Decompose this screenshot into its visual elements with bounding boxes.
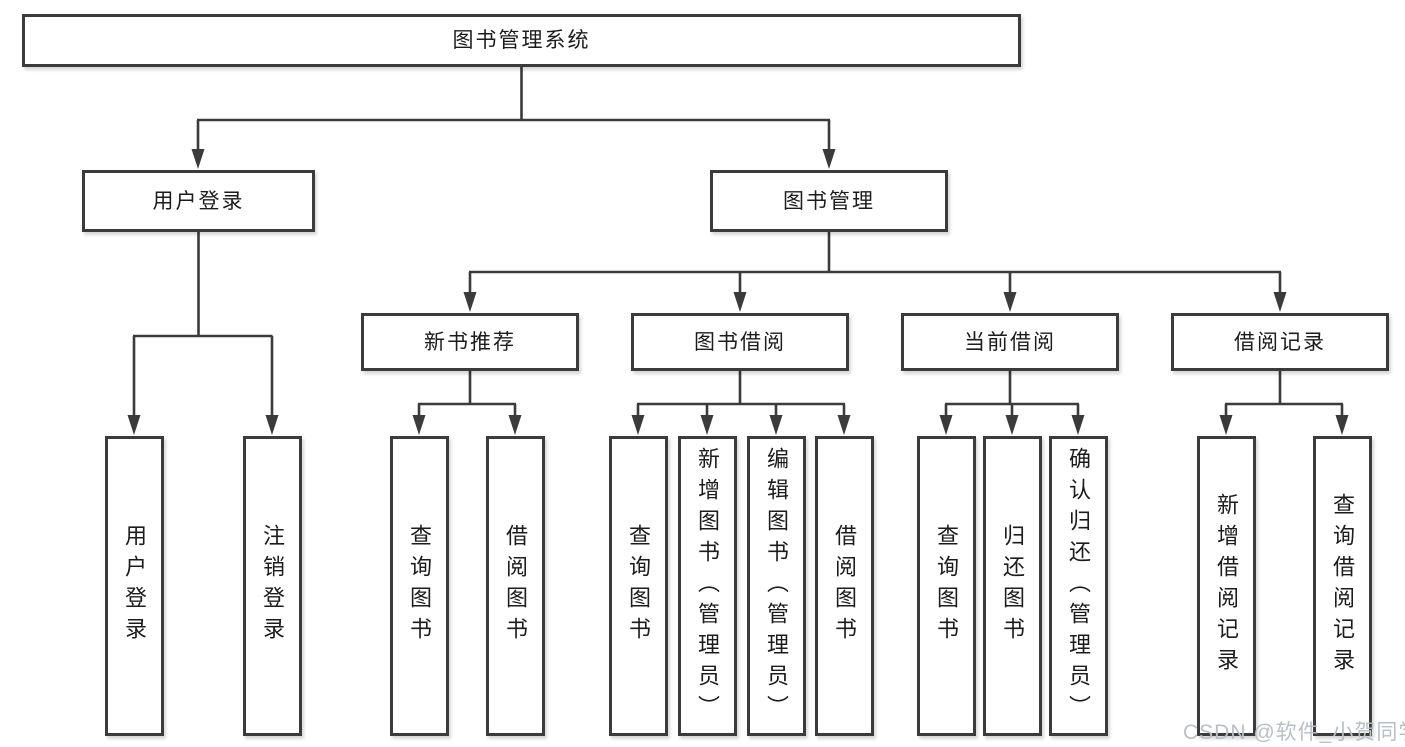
- node-label: 新增借阅记录: [1214, 493, 1239, 679]
- leaf-query-books-borrowing: 查询图书: [608, 436, 668, 736]
- node-label: 注销登录: [260, 524, 285, 648]
- node-label: 确认归还（管理员）: [1066, 446, 1091, 726]
- leaf-logout: 注销登录: [242, 436, 302, 736]
- node-label: 编辑图书（管理员）: [764, 446, 789, 726]
- node-label: 查询图书: [934, 524, 959, 648]
- node-label: 借阅图书: [503, 524, 528, 648]
- node-current-borrowing: 当前借阅: [901, 313, 1119, 371]
- node-label: 用户登录: [152, 189, 245, 213]
- leaf-edit-books-admin: 编辑图书（管理员）: [746, 436, 806, 736]
- node-label: 新书推荐: [424, 330, 516, 354]
- leaf-borrow-books-recommend: 借阅图书: [485, 436, 545, 736]
- leaf-query-books-current: 查询图书: [916, 436, 976, 736]
- node-label: 用户登录: [122, 524, 147, 648]
- node-label: 查询图书: [407, 524, 432, 648]
- node-new-book-recommend: 新书推荐: [361, 313, 579, 371]
- node-label: 图书借阅: [694, 330, 786, 354]
- node-label: 查询借阅记录: [1330, 493, 1355, 679]
- leaf-confirm-return-admin: 确认归还（管理员）: [1048, 436, 1108, 736]
- leaf-user-login: 用户登录: [104, 436, 164, 736]
- node-borrowing-records: 借阅记录: [1171, 313, 1389, 371]
- node-label: 借阅图书: [832, 524, 857, 648]
- csdn-watermark: CSDN @软件_小贺同学: [1183, 721, 1405, 744]
- leaf-add-books-admin: 新增图书（管理员）: [677, 436, 737, 736]
- leaf-add-borrow-record: 新增借阅记录: [1196, 436, 1256, 736]
- node-label: 查询图书: [626, 524, 651, 648]
- node-label: 新增图书（管理员）: [695, 446, 720, 726]
- node-label: 图书管理: [783, 189, 875, 213]
- leaf-return-books: 归还图书: [982, 436, 1042, 736]
- leaf-query-borrow-record: 查询借阅记录: [1312, 436, 1372, 736]
- node-root-system: 图书管理系统: [22, 14, 1021, 67]
- node-book-management: 图书管理: [710, 170, 948, 232]
- node-label: 图书管理系统: [452, 29, 591, 52]
- node-label: 当前借阅: [964, 330, 1056, 354]
- arrowheads: [127, 149, 1349, 435]
- node-label: 归还图书: [1000, 524, 1025, 648]
- node-label: 借阅记录: [1234, 330, 1326, 354]
- node-user-login: 用户登录: [82, 170, 315, 232]
- leaf-query-books-recommend: 查询图书: [389, 436, 449, 736]
- node-book-borrowing: 图书借阅: [631, 313, 849, 371]
- leaf-borrow-books: 借阅图书: [814, 436, 874, 736]
